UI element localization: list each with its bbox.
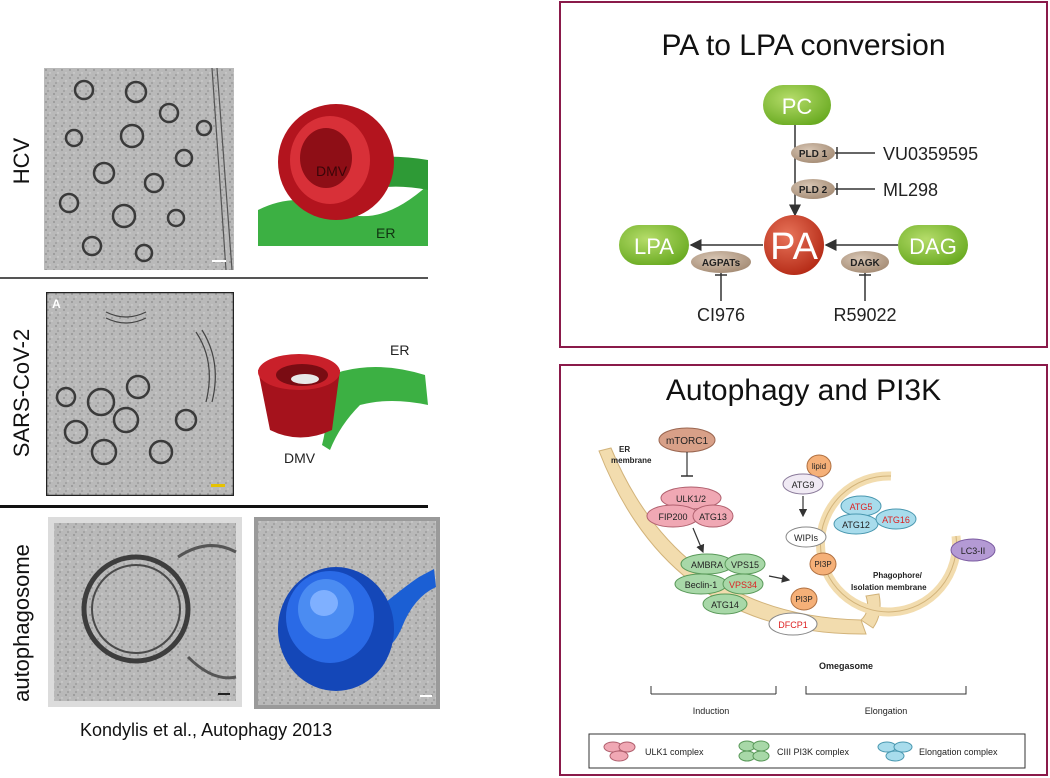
citation: Kondylis et al., Autophagy 2013 bbox=[80, 720, 333, 740]
legend: ULK1 complex CIII PI3K complex Elongatio… bbox=[588, 733, 1026, 769]
sars-3d-render: ER DMV bbox=[258, 342, 428, 466]
omegasome-label: Omegasome bbox=[819, 661, 873, 671]
legend-ulk1: ULK1 complex bbox=[603, 741, 704, 762]
svg-text:PA: PA bbox=[770, 226, 819, 268]
node-lc3: LC3-II bbox=[950, 538, 996, 562]
elongation-label: Elongation bbox=[865, 706, 908, 716]
autophagosome-micrograph bbox=[48, 517, 242, 707]
node-pi3p-b: PI3P bbox=[790, 587, 818, 611]
hcv-3d-render: DMV ER bbox=[258, 104, 428, 246]
inhibitor-agpats: CI976 bbox=[697, 305, 745, 325]
separator-2 bbox=[0, 505, 428, 508]
svg-text:DFCP1: DFCP1 bbox=[778, 620, 808, 630]
pa-conversion-panel: PA to LPA conversion PC PLD 1 bbox=[559, 1, 1048, 348]
hcv-dmv-label: DMV bbox=[316, 163, 348, 179]
svg-text:VPS15: VPS15 bbox=[731, 560, 759, 570]
node-pa: PA bbox=[764, 215, 824, 275]
elongation-complex: ATG5 ATG12 ATG16 bbox=[833, 495, 917, 535]
node-lpa: LPA bbox=[619, 225, 689, 265]
node-dag: DAG bbox=[898, 225, 968, 265]
svg-text:AGPATs: AGPATs bbox=[702, 258, 741, 269]
phagophore-label-2: Isolation membrane bbox=[851, 583, 927, 592]
enzyme-pld2: PLD 2 bbox=[791, 179, 835, 199]
legend-ciii: CIII PI3K complex bbox=[738, 740, 850, 762]
svg-text:AMBRA: AMBRA bbox=[691, 560, 723, 570]
autophagosome-3d-render bbox=[254, 517, 440, 709]
autophagy-diagram: ER membrane mTORC1 ULK1/2 FIP200 ATG13 A… bbox=[588, 427, 1026, 769]
svg-text:WIPIs: WIPIs bbox=[794, 533, 818, 543]
autophagy-panel: Autophagy and PI3K ER membrane mTORC1 UL… bbox=[559, 364, 1048, 776]
pa-panel-title: PA to LPA conversion bbox=[661, 29, 946, 62]
svg-text:PLD 1: PLD 1 bbox=[799, 149, 828, 160]
svg-text:LC3-II: LC3-II bbox=[961, 546, 986, 556]
svg-text:ATG14: ATG14 bbox=[711, 600, 739, 610]
inhibitor-pld2: ML298 bbox=[883, 180, 938, 200]
legend-elongation: Elongation complex bbox=[877, 741, 998, 762]
row-label-sars: SARS-CoV-2 bbox=[9, 328, 34, 458]
svg-text:Elongation complex: Elongation complex bbox=[919, 747, 998, 757]
separator-1 bbox=[0, 277, 428, 279]
ulk1-complex: ULK1/2 FIP200 ATG13 bbox=[646, 486, 734, 528]
node-pi3p-a: PI3P bbox=[809, 552, 837, 576]
node-lipid: lipid bbox=[806, 454, 832, 478]
node-wipis: WIPIs bbox=[785, 526, 827, 548]
sars-panel-letter: A bbox=[52, 297, 61, 311]
svg-text:PC: PC bbox=[782, 94, 813, 119]
svg-text:LPA: LPA bbox=[634, 234, 674, 259]
er-label-2: membrane bbox=[611, 456, 652, 465]
hcv-er-label: ER bbox=[376, 225, 395, 241]
svg-text:Beclin-1: Beclin-1 bbox=[685, 580, 718, 590]
svg-text:VPS34: VPS34 bbox=[729, 580, 757, 590]
svg-text:CIII PI3K complex: CIII PI3K complex bbox=[777, 747, 850, 757]
svg-text:PI3P: PI3P bbox=[795, 595, 812, 604]
svg-text:PI3P: PI3P bbox=[814, 560, 831, 569]
sars-micrograph: A bbox=[46, 292, 234, 496]
svg-text:DAGK: DAGK bbox=[850, 258, 880, 269]
svg-text:DAG: DAG bbox=[909, 234, 957, 259]
svg-text:ATG5: ATG5 bbox=[850, 502, 873, 512]
svg-text:ATG13: ATG13 bbox=[699, 512, 727, 522]
svg-text:PLD 2: PLD 2 bbox=[799, 185, 828, 196]
autophagy-panel-title: Autophagy and PI3K bbox=[665, 374, 942, 407]
enzyme-agpats: AGPATs bbox=[691, 251, 751, 273]
hcv-micrograph bbox=[44, 68, 234, 270]
node-dfcp1: DFCP1 bbox=[768, 612, 818, 636]
elongation-bracket bbox=[805, 686, 967, 695]
sars-er-label: ER bbox=[390, 342, 409, 358]
node-mtorc1: mTORC1 bbox=[658, 427, 716, 453]
svg-text:mTORC1: mTORC1 bbox=[666, 436, 708, 447]
svg-text:FIP200: FIP200 bbox=[658, 512, 687, 522]
node-atg9: ATG9 bbox=[782, 473, 824, 495]
er-label-1: ER bbox=[619, 445, 630, 454]
inhibitor-pld1: VU0359595 bbox=[883, 144, 978, 164]
svg-text:ATG12: ATG12 bbox=[842, 520, 870, 530]
induction-bracket bbox=[650, 686, 777, 695]
phagophore-label-1: Phagophore/ bbox=[873, 571, 923, 580]
svg-text:ULK1/2: ULK1/2 bbox=[676, 494, 706, 504]
pa-pathway-diagram: PC PLD 1 VU0359595 PLD 2 ML298 PA LPA bbox=[619, 85, 978, 325]
enzyme-pld1: PLD 1 bbox=[791, 143, 835, 163]
induction-label: Induction bbox=[693, 706, 730, 716]
svg-text:ATG16: ATG16 bbox=[882, 515, 910, 525]
row-label-hcv: HCV bbox=[9, 137, 34, 185]
svg-text:lipid: lipid bbox=[812, 462, 826, 471]
row-label-autophagosome: autophagosome bbox=[9, 544, 34, 702]
inhibitor-dagk: R59022 bbox=[833, 305, 896, 325]
svg-text:ULK1 complex: ULK1 complex bbox=[645, 747, 704, 757]
svg-text:ATG9: ATG9 bbox=[792, 480, 815, 490]
enzyme-dagk: DAGK bbox=[841, 251, 889, 273]
node-pc: PC bbox=[763, 85, 831, 125]
ciii-pi3k-complex: AMBRA VPS15 Beclin-1 VPS34 ATG14 bbox=[674, 553, 766, 615]
sars-dmv-label: DMV bbox=[284, 450, 316, 466]
